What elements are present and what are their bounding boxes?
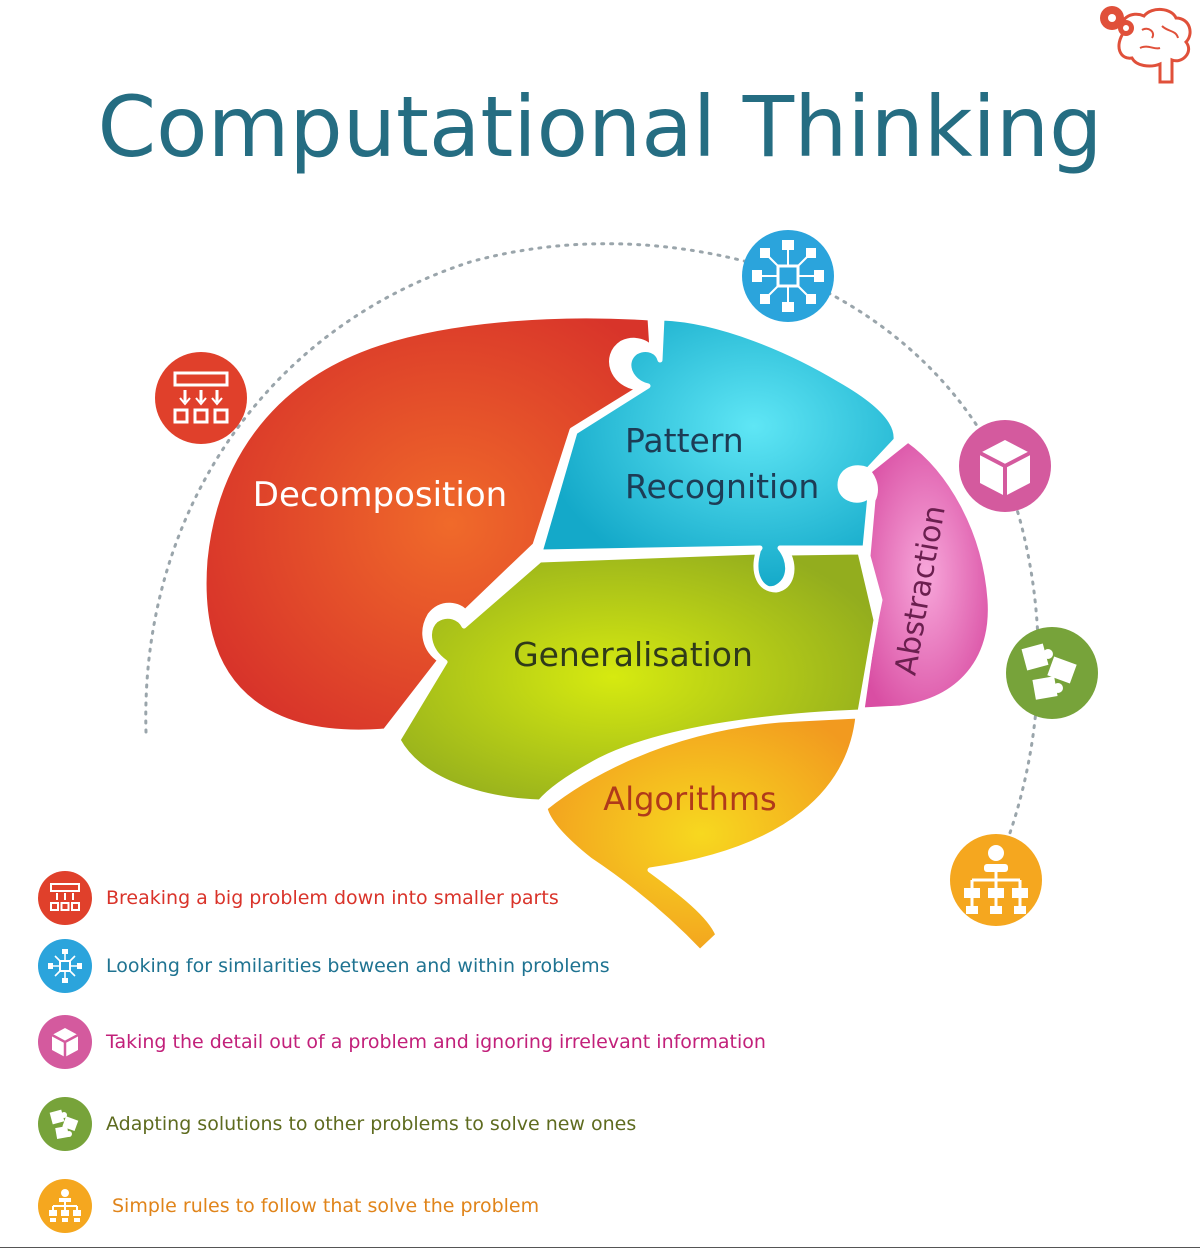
legend-text-decomposition: Breaking a big problem down into smaller…	[106, 887, 559, 909]
page-title: Computational Thinking	[97, 78, 1103, 176]
generalisation-region	[395, 549, 879, 805]
flowchart-icon	[38, 1179, 92, 1233]
legend-text-generalisation: Adapting solutions to other problems to …	[106, 1113, 637, 1135]
pattern-recognition-region	[537, 315, 899, 592]
cube-icon	[38, 1015, 92, 1069]
algorithms-region	[542, 713, 861, 955]
legend-text-pattern: Looking for similarities between and wit…	[106, 955, 610, 977]
decomposition-region	[201, 313, 655, 735]
legend-item-generalisation: Adapting solutions to other problems to …	[38, 1096, 636, 1152]
legend-item-algorithms: Simple rules to follow that solve the pr…	[38, 1178, 539, 1234]
flowchart-orbit-icon	[950, 834, 1042, 926]
cube-orbit-icon	[959, 420, 1051, 512]
pattern-label-line2: Recognition	[625, 467, 819, 506]
legend-item-abstraction: Taking the detail out of a problem and i…	[38, 1014, 766, 1070]
brain-logo-icon	[1100, 6, 1192, 84]
generalisation-label: Generalisation	[513, 635, 753, 674]
decomposition-orbit-icon	[155, 352, 247, 444]
bottom-divider	[0, 1247, 1200, 1248]
pattern-orbit-icon	[742, 230, 834, 322]
legend-item-decomposition: Breaking a big problem down into smaller…	[38, 870, 559, 926]
legend-text-abstraction: Taking the detail out of a problem and i…	[106, 1031, 766, 1053]
puzzle-orbit-icon	[1006, 627, 1098, 719]
decomposition-icon	[38, 871, 92, 925]
dotted-orbit-arc	[144, 242, 1040, 862]
algorithms-label: Algorithms	[603, 780, 776, 818]
decomposition-label: Decomposition	[253, 475, 507, 515]
abstraction-region	[859, 437, 993, 713]
pattern-icon	[38, 939, 92, 993]
pattern-label-line1: Pattern	[625, 421, 744, 460]
legend-text-algorithms: Simple rules to follow that solve the pr…	[112, 1195, 540, 1217]
puzzle-icon	[38, 1097, 92, 1151]
legend-item-pattern: Looking for similarities between and wit…	[38, 938, 610, 994]
